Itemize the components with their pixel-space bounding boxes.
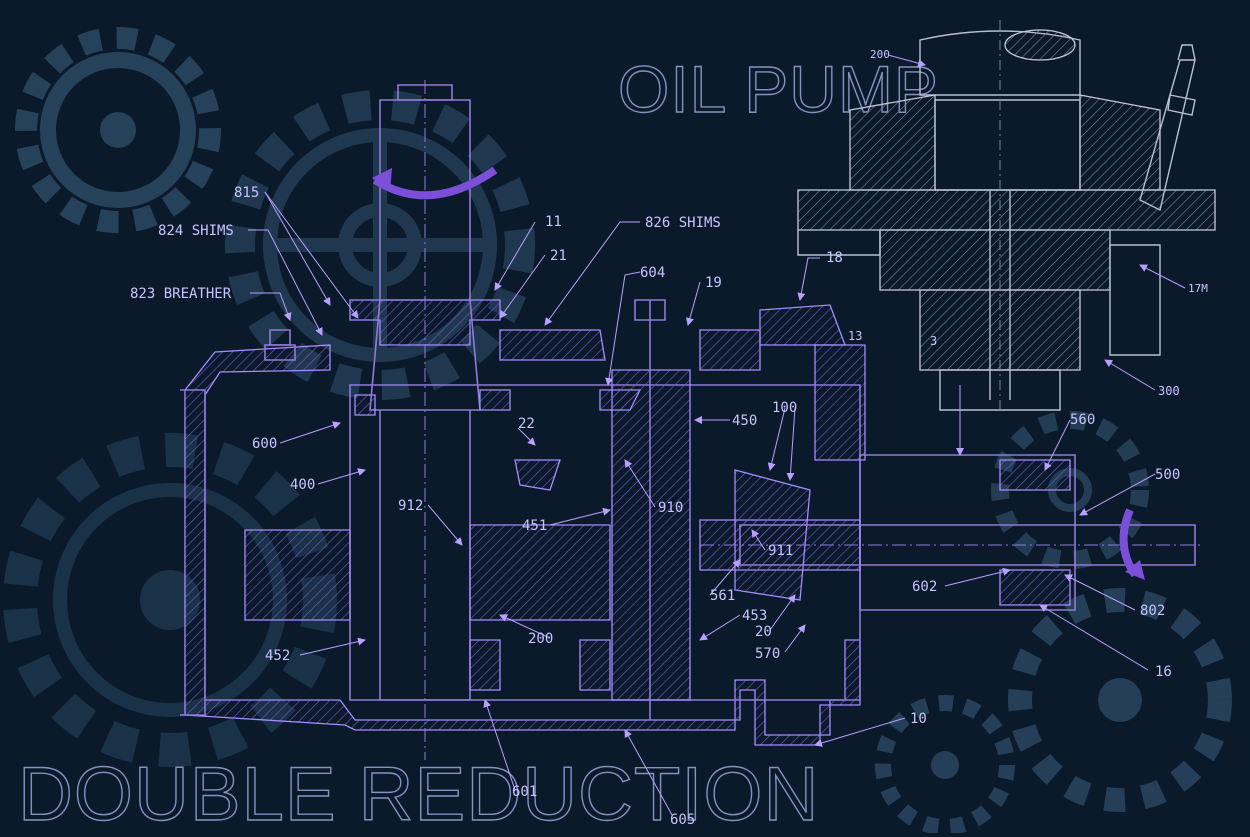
- label-16: 16: [1155, 664, 1172, 680]
- label-912: 912: [398, 498, 423, 514]
- label-10: 10: [910, 711, 927, 727]
- label-17m: 17M: [1188, 282, 1208, 295]
- label-20: 20: [755, 624, 772, 640]
- label-450: 450: [732, 413, 757, 429]
- label-500: 500: [1155, 467, 1180, 483]
- label-21: 21: [550, 248, 567, 264]
- label-605: 605: [670, 812, 695, 828]
- label-824: 824 SHIMS: [158, 223, 234, 239]
- label-570: 570: [755, 646, 780, 662]
- label-22: 22: [518, 416, 535, 432]
- label-453: 453: [742, 608, 767, 624]
- label-452: 452: [265, 648, 290, 664]
- label-826: 826 SHIMS: [645, 215, 721, 231]
- label-602: 602: [912, 579, 937, 595]
- label-600: 600: [252, 436, 277, 452]
- label-300: 300: [1158, 384, 1180, 398]
- label-823: 823 BREATHER: [130, 286, 232, 302]
- gear-icon: [15, 27, 221, 233]
- label-815: 815: [234, 185, 259, 201]
- label-200-pump: 200: [870, 48, 890, 61]
- gear-icon: [875, 695, 1015, 835]
- label-18: 18: [826, 250, 843, 266]
- label-3: 3: [930, 334, 937, 348]
- oil-pump-drawing: [797, 20, 1216, 411]
- label-451: 451: [522, 518, 547, 534]
- bottom-title: DOUBLE REDUCTION: [18, 752, 819, 833]
- label-601: 601: [512, 784, 537, 800]
- gear-icon: [1008, 588, 1232, 812]
- label-100: 100: [772, 400, 797, 416]
- label-11: 11: [545, 214, 562, 230]
- label-802: 802: [1140, 603, 1165, 619]
- label-13: 13: [848, 329, 862, 343]
- leader-lines: [248, 54, 1186, 816]
- label-604: 604: [640, 265, 665, 281]
- label-19: 19: [705, 275, 722, 291]
- label-561: 561: [710, 588, 735, 604]
- label-911: 911: [768, 543, 793, 559]
- part-labels: 815 824 SHIMS 823 BREATHER 11 21 826 SHI…: [130, 48, 1208, 828]
- label-200: 200: [528, 631, 553, 647]
- gear-train: [180, 299, 1200, 720]
- label-910: 910: [658, 500, 683, 516]
- label-400: 400: [290, 477, 315, 493]
- label-560: 560: [1070, 412, 1095, 428]
